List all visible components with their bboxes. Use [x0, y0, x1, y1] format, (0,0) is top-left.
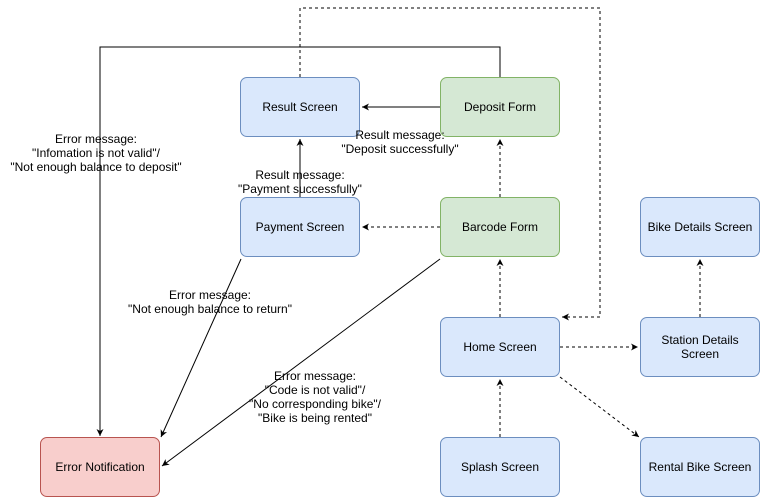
node-home-screen[interactable]: Home Screen — [440, 317, 560, 377]
label-deposit-error: Error message: "Infomation is not valid"… — [10, 132, 182, 174]
node-barcode-form[interactable]: Barcode Form — [440, 197, 560, 257]
label-barcode-error: Error message: "Code is not valid"/ "No … — [249, 369, 381, 425]
node-error-notification[interactable]: Error Notification — [40, 437, 160, 497]
node-barcode-form-label: Barcode Form — [461, 220, 539, 234]
node-rental-bike-screen-label: Rental Bike Screen — [648, 460, 752, 474]
node-deposit-form-label: Deposit Form — [463, 100, 537, 114]
node-payment-screen-label: Payment Screen — [255, 220, 345, 234]
node-home-screen-label: Home Screen — [463, 340, 537, 354]
label-payment-result: Result message: "Payment successfully" — [238, 168, 362, 196]
label-deposit-result: Result message: "Deposit successfully" — [341, 128, 459, 156]
node-error-notification-label: Error Notification — [55, 460, 145, 474]
node-payment-screen[interactable]: Payment Screen — [240, 197, 360, 257]
edge-deposit-to-home — [299, 7, 601, 321]
node-rental-bike-screen[interactable]: Rental Bike Screen — [640, 437, 760, 497]
node-splash-screen-label: Splash Screen — [460, 460, 540, 474]
edge-payment-to-error — [160, 258, 242, 438]
node-station-details-screen[interactable]: Station Details Screen — [640, 317, 760, 377]
node-station-details-screen-label: Station Details Screen — [661, 333, 739, 361]
node-deposit-form[interactable]: Deposit Form — [440, 77, 560, 137]
node-result-screen-label: Result Screen — [262, 100, 338, 114]
node-result-screen[interactable]: Result Screen — [240, 77, 360, 137]
node-bike-details-screen-label: Bike Details Screen — [647, 220, 753, 234]
node-bike-details-screen[interactable]: Bike Details Screen — [640, 197, 760, 257]
node-splash-screen[interactable]: Splash Screen — [440, 437, 560, 497]
label-payment-error: Error message: "Not enough balance to re… — [128, 288, 292, 316]
edge-barcode-to-error — [161, 258, 441, 467]
edge-home-to-rental — [559, 376, 640, 438]
